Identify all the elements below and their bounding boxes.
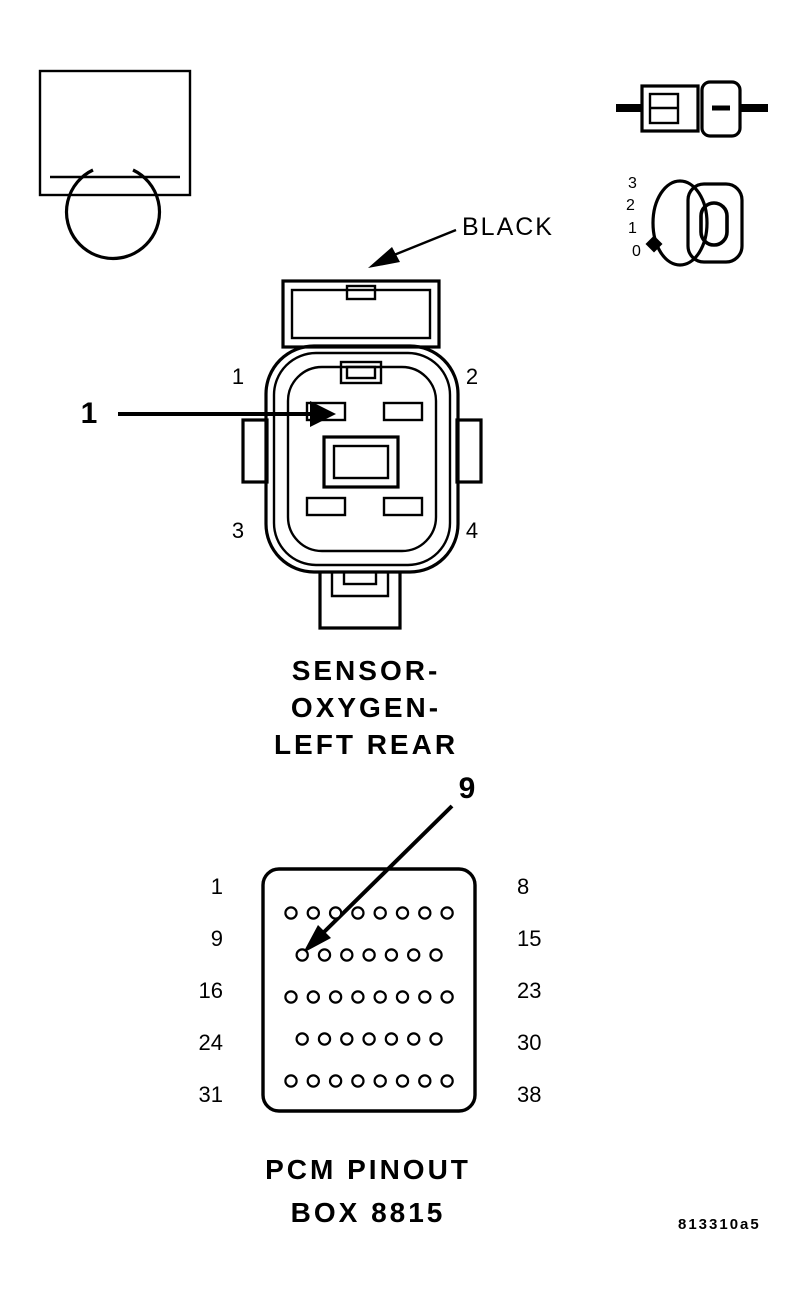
pcm-pin [418,906,432,920]
pin9-callout-arrow [303,804,454,953]
pcm-row-label-left: 9 [210,926,223,951]
pcm-pin [395,1074,410,1088]
pcm-title-line-1: PCM PINOUT [265,1154,471,1185]
pcm-pin [373,1074,387,1088]
pcm-title-label: PCM PINOUT BOX 8815 [208,1148,528,1234]
pcm-row-label-right: 38 [517,1082,542,1107]
pcm-row-label-right: 15 [517,926,542,951]
pcm-row-label-left: 16 [198,978,223,1003]
pcm-pin [284,906,298,920]
pcm-pin [306,906,320,920]
pcm-pin [295,948,309,962]
connector-pin-label-1: 1 [231,364,245,389]
pcm-pin [340,1032,354,1046]
omega-resistance-icon [38,69,192,260]
pcm-pin [351,1074,365,1088]
pcm-pin [306,1074,320,1088]
end-view-scale-1: 1 [628,220,637,237]
pcm-pin [407,948,421,962]
pcm-pin [340,948,354,962]
pcm-pin [295,1032,309,1046]
pcm-pin [351,990,365,1004]
pcm-title-line-2: BOX 8815 [290,1197,446,1228]
pcm-pin [306,990,320,1004]
oxygen-sensor-connector-drawing [241,279,483,630]
connector-name-line-1: SENSOR- [291,655,441,686]
pcm-pin-grid [284,906,454,1088]
pcm-pin [440,906,454,920]
pcm-pin [418,1074,432,1088]
pcm-pin [384,948,399,962]
connector-name-line-2: OXYGEN- [290,692,442,723]
connector-pin-label-2: 2 [465,364,479,389]
pcm-pin [429,1032,443,1046]
end-view-scale-3: 3 [628,175,637,192]
pcm-pinout-box-drawing [261,867,477,1113]
pcm-pin [362,948,376,962]
figure-code-label: 813310a5 [678,1216,761,1233]
pcm-pin [373,906,387,920]
pcm-pin [284,1074,298,1088]
connector-pin-label-4: 4 [465,518,479,543]
pcm-row-label-left: 24 [198,1030,223,1055]
pcm-pin [429,948,443,962]
pcm-pin [418,990,432,1004]
pcm-pin [317,1032,332,1046]
pcm-row-label-right: 8 [517,874,530,899]
wire-color-label: BLACK [462,213,554,241]
connector-side-view-icon [616,80,768,138]
connector-end-view-icon [645,179,744,267]
pin1-callout-arrow [118,401,336,427]
connector-name-line-3: LEFT REAR [273,729,459,760]
pcm-row-label-right: 23 [517,978,542,1003]
end-view-scale-2: 2 [626,197,635,214]
end-view-scale-0: 0 [632,243,641,260]
connector-name-label: SENSOR- OXYGEN- LEFT REAR [206,652,526,763]
pcm-pin [317,948,332,962]
pcm-pin [395,906,410,920]
pcm-pin [384,1032,399,1046]
pcm-pin [328,1074,343,1088]
pin1-callout-label: 1 [80,397,98,430]
pcm-pin [328,990,343,1004]
pcm-row-label-left: 1 [210,874,223,899]
pcm-pin [328,906,343,920]
pcm-pin [284,990,298,1004]
pcm-pin [440,990,454,1004]
pcm-pin [373,990,387,1004]
pcm-row-label-right: 30 [517,1030,542,1055]
pcm-pin [351,906,365,920]
pcm-pin [407,1032,421,1046]
connector-pin-label-3: 3 [231,518,245,543]
black-callout-arrow [368,228,457,268]
pcm-row-label-left: 31 [198,1082,223,1107]
pin9-callout-label: 9 [458,772,476,805]
pcm-pin [362,1032,376,1046]
pcm-pin [440,1074,454,1088]
pcm-pin [395,990,410,1004]
